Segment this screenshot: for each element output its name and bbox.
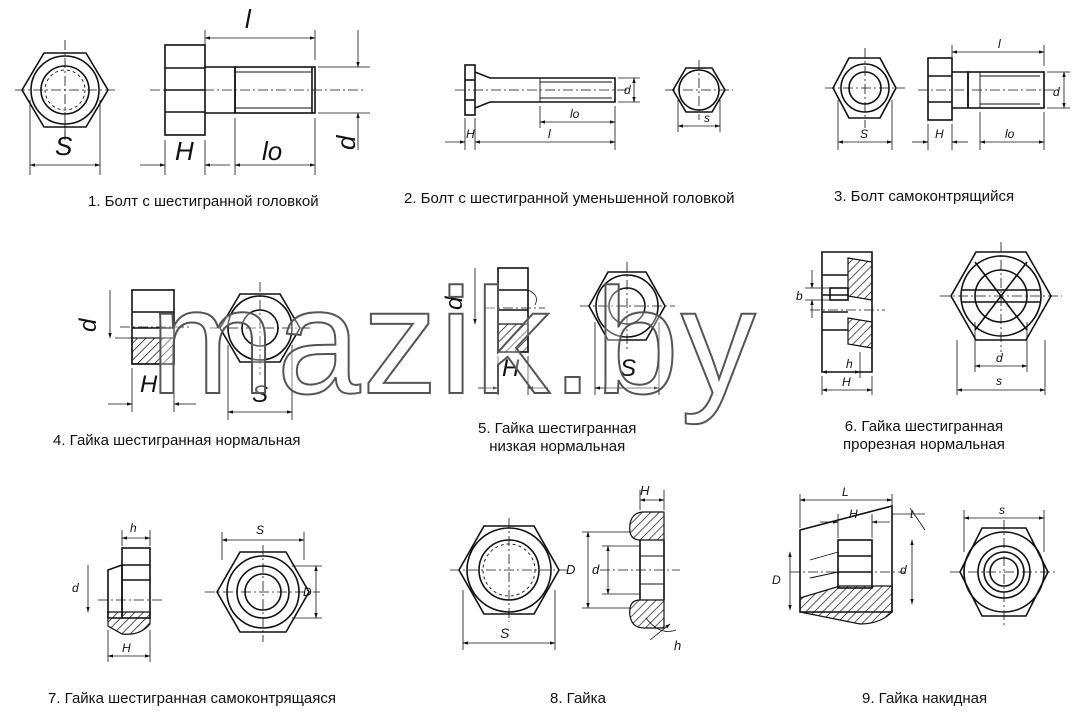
- dim-label-s-2: s: [704, 111, 710, 125]
- caption-8: 8. Гайка: [550, 690, 606, 707]
- dim-label-d-2: d: [624, 83, 631, 97]
- dim-label-H-5: H: [502, 355, 520, 382]
- dim-label-l: l: [245, 4, 252, 34]
- dim-label-S-7: S: [256, 523, 264, 537]
- dim-label-S-3: S: [860, 127, 868, 141]
- dim-label-b-6: b: [796, 289, 803, 303]
- dim-label-d-5: d: [441, 296, 468, 310]
- union-nut-end-view: s: [950, 503, 1058, 626]
- dim-label-H-2: H: [466, 127, 475, 141]
- dim-label-d-4: d: [75, 318, 102, 332]
- caption-4: 4. Гайка шестигранная нормальная: [53, 432, 301, 449]
- caption-2: 2. Болт с шестигранной уменьшенной голов…: [404, 190, 735, 207]
- dim-label-L-9: L: [842, 485, 849, 499]
- dim-label-S-8: S: [500, 625, 510, 641]
- dim-label-S-5: S: [620, 355, 636, 382]
- dim-label-lo-2: lo: [570, 107, 580, 121]
- caption-6-line-1: 6. Гайка шестигранная: [844, 418, 1004, 435]
- caption-5-line-1: 5. Гайка шестигранная: [478, 420, 637, 437]
- dim-label-H-9: H: [849, 507, 858, 521]
- dim-label-d-3: d: [1053, 85, 1060, 99]
- dim-label-D-7: D: [303, 585, 312, 599]
- dim-label-H-1: H: [175, 136, 194, 166]
- dim-label-h-6: h: [846, 357, 853, 371]
- self-locking-bolt-end-view: S: [825, 48, 905, 150]
- slotted-nut-side-view: b h H: [796, 251, 885, 395]
- caption-7: 7. Гайка шестигранная самоконтрящаяся: [48, 690, 337, 707]
- dim-label-H-7: H: [122, 641, 131, 655]
- dim-label-s-9: s: [999, 503, 1005, 517]
- hex-nut-normal-side-view: d H: [75, 289, 196, 412]
- bolt-hex-head-end-view: S: [15, 40, 115, 175]
- dim-label-H-8: H: [640, 483, 650, 498]
- self-locking-nut-end-view: S D: [205, 523, 322, 642]
- caption-6-line-2: прорезная нормальная: [843, 436, 1005, 453]
- dim-label-h-7: h: [130, 521, 137, 535]
- hex-nut-normal-end-view: S: [210, 282, 310, 420]
- caption-3: 3. Болт самоконтрящийся: [834, 188, 1015, 205]
- flange-nut-end-view: S: [450, 518, 568, 650]
- caption-5-line-2: низкая нормальная: [489, 438, 626, 455]
- flange-nut-section-view: H D d h: [566, 483, 681, 653]
- self-locking-bolt-side-view: l H lo d: [912, 37, 1070, 150]
- caption-1: 1. Болт с шестигранной головкой: [88, 193, 319, 210]
- dim-label-d-7: d: [72, 581, 79, 595]
- dim-label-l-3: l: [998, 37, 1001, 51]
- self-locking-nut-side-view: h d H: [72, 521, 162, 662]
- dim-label-H-4: H: [140, 371, 158, 398]
- dim-label-lo-1: lo: [262, 136, 282, 166]
- dim-label-H-3: H: [935, 127, 944, 141]
- hex-nut-low-side-view: d H: [441, 267, 548, 395]
- dim-label-d-6: d: [996, 351, 1003, 365]
- caption-9: 9. Гайка накидная: [862, 690, 988, 707]
- caption-5: 5. Гайка шестигранная низкая нормальная: [478, 420, 636, 456]
- hex-nut-low-end-view: S: [580, 262, 675, 395]
- caption-6: 6. Гайка шестигранная прорезная нормальн…: [843, 418, 1005, 454]
- dim-label-l-2: l: [548, 127, 551, 141]
- dim-label-d-1: d: [331, 134, 361, 150]
- bolt-reduced-head-side-view: H lo l d: [445, 64, 640, 150]
- bolt-hex-head-side-view: l H lo d: [140, 4, 370, 175]
- dim-label-D-8: D: [566, 562, 575, 577]
- dim-label-t-9: t: [910, 507, 914, 521]
- dim-label-S: S: [55, 131, 73, 161]
- dim-label-S-4: S: [252, 381, 268, 408]
- dim-label-D-9: D: [772, 573, 781, 587]
- dim-label-h-8: h: [674, 638, 681, 653]
- slotted-nut-end-view: d s: [940, 242, 1062, 395]
- dim-label-H-6: H: [842, 375, 851, 389]
- dim-label-s-6: s: [996, 374, 1002, 388]
- dim-label-lo-3: lo: [1005, 127, 1015, 141]
- union-nut-side-view: L H t D d: [772, 485, 926, 625]
- dim-label-d-8: d: [592, 562, 600, 577]
- bolt-reduced-head-end-view: s: [665, 60, 733, 132]
- dim-label-d-9: d: [900, 563, 907, 577]
